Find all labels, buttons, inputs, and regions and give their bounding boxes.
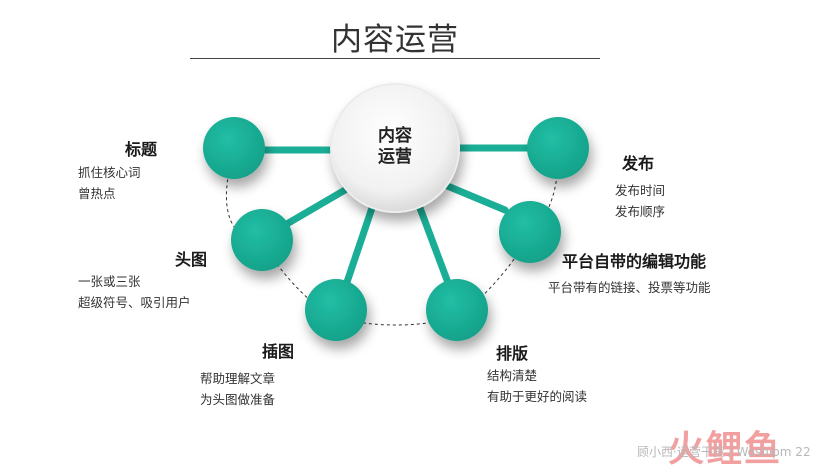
- node-desc-line: 结构清楚: [487, 368, 538, 383]
- node-label-platform: 平台自带的编辑功能: [562, 252, 707, 271]
- spokes: [256, 144, 534, 292]
- spoke-layout: [416, 204, 454, 292]
- node-desc-line: 平台带有的链接、投票等功能: [548, 280, 711, 295]
- outer-nodes: [203, 117, 589, 341]
- node-circle-title: [203, 117, 265, 179]
- page-title: 内容运营: [331, 22, 459, 58]
- node-label-publish: 发布: [622, 154, 655, 173]
- node-desc-title: 抓住核心词 曾热点: [78, 162, 141, 204]
- node-circle-platform: [499, 201, 561, 263]
- node-desc-layout: 结构清楚 有助于更好的阅读: [487, 365, 587, 407]
- node-desc-head: 一张或三张 超级符号、吸引用户: [78, 271, 191, 313]
- node-desc-line: 帮助理解文章: [200, 371, 276, 386]
- node-desc-line: 曾热点: [78, 186, 116, 201]
- node-label-title: 标题: [125, 140, 158, 159]
- node-desc-line: 一张或三张: [78, 274, 141, 289]
- center-label-line2: 运营: [378, 147, 412, 167]
- spoke-illus: [341, 204, 376, 292]
- node-desc-line: 抓住核心词: [78, 165, 141, 180]
- node-desc-illus: 帮助理解文章 为头图做准备: [200, 368, 275, 410]
- node-label-layout: 排版: [496, 344, 529, 363]
- node-desc-line: 超级符号、吸引用户: [78, 295, 191, 310]
- watermark-text: 顾小西·运营干货 / Woshipm 22: [637, 445, 811, 459]
- node-desc-line: 为头图做准备: [200, 392, 276, 407]
- node-desc-line: 发布顺序: [615, 204, 666, 219]
- node-desc-line: 有助于更好的阅读: [487, 389, 588, 404]
- node-circle-illus: [305, 279, 367, 341]
- node-desc-platform: 平台带有的链接、投票等功能: [548, 277, 711, 298]
- watermark-logo: 火鲤鱼: [668, 429, 783, 470]
- node-label-head: 头图: [175, 250, 208, 269]
- center-label: 内容 运营: [355, 126, 435, 168]
- spoke-platform: [441, 181, 509, 214]
- node-circle-head: [231, 209, 293, 271]
- node-desc-line: 发布时间: [615, 183, 666, 198]
- node-desc-publish: 发布时间 发布顺序: [615, 180, 665, 222]
- title-underline: [190, 58, 600, 59]
- center-hub: [330, 83, 460, 213]
- node-label-illus: 插图: [262, 342, 295, 361]
- node-circle-layout: [426, 279, 488, 341]
- center-label-line1: 内容: [378, 126, 412, 146]
- spoke-head: [281, 186, 349, 229]
- node-circle-publish: [527, 117, 589, 179]
